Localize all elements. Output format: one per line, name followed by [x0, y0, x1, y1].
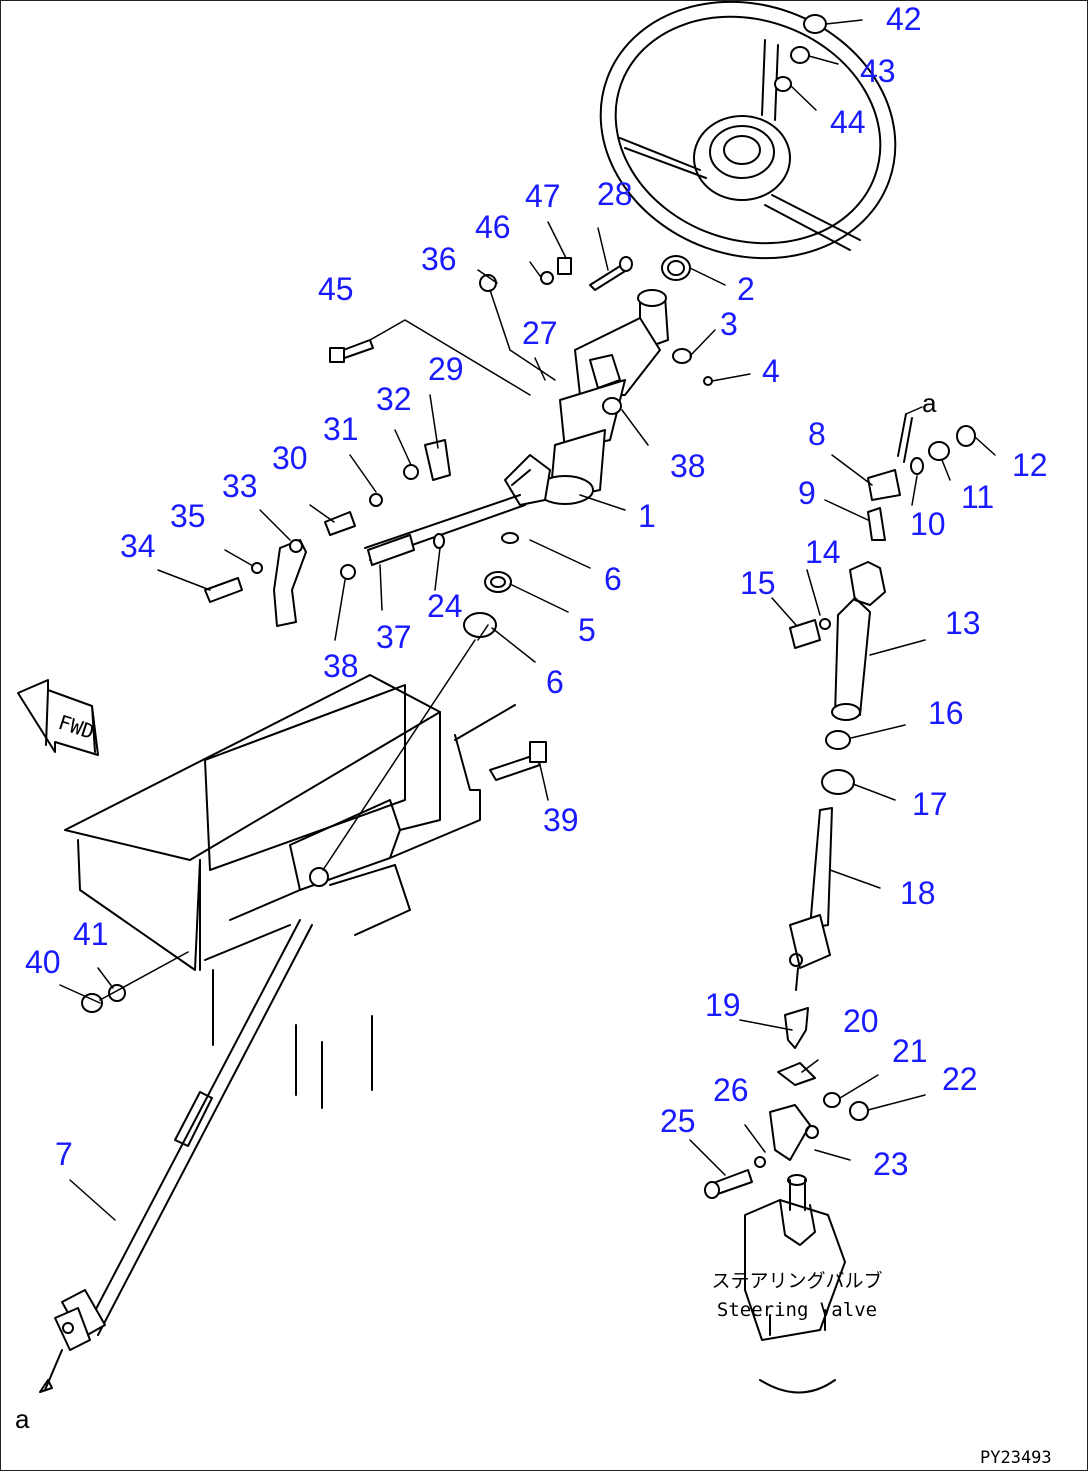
callout-46: 46: [475, 209, 511, 245]
callout-39: 39: [543, 802, 579, 838]
callout-10: 10: [910, 506, 946, 542]
callout-31: 31: [323, 411, 359, 447]
callout-20: 20: [843, 1003, 879, 1039]
callout-18: 18: [900, 875, 936, 911]
leader-lines-upper: [157, 19, 863, 663]
callout-5: 5: [578, 612, 596, 648]
callout-12: 12: [1012, 447, 1048, 483]
callout-25: 25: [660, 1103, 696, 1139]
callout-7: 7: [55, 1136, 73, 1172]
callout-9: 9: [798, 475, 816, 511]
callout-37: 37: [376, 619, 412, 655]
connection-letter-bottom: a: [15, 1404, 30, 1434]
long-shaft: [39, 919, 313, 1393]
callout-16: 16: [928, 695, 964, 731]
callout-38: 38: [670, 448, 706, 484]
callout-45: 45: [318, 271, 354, 307]
callout-29: 29: [428, 351, 464, 387]
callout-30: 30: [272, 440, 308, 476]
callout-11: 11: [961, 479, 994, 515]
callout-17: 17: [912, 786, 948, 822]
callout-34: 34: [120, 528, 156, 564]
steering-column: [340, 289, 669, 580]
callout-43: 43: [860, 53, 896, 89]
callout-28: 28: [597, 176, 633, 212]
dash-console: [59, 639, 549, 1109]
callout-15: 15: [740, 565, 776, 601]
callout-21: 21: [892, 1033, 928, 1069]
steering-wheel: [599, 0, 897, 260]
valve-label-jp: ステアリングバルブ: [711, 1269, 882, 1292]
callout-36: 36: [421, 241, 457, 277]
callout-33: 33: [222, 468, 258, 504]
wheel-nut-parts: [661, 14, 827, 281]
callout-26: 26: [713, 1072, 749, 1108]
right-assembly: ステアリングバルブ Steering Valve: [704, 413, 976, 1394]
callout-14: 14: [805, 534, 841, 570]
callout-6: 6: [546, 664, 564, 700]
callout-32: 32: [376, 381, 412, 417]
connection-letter-top: a: [922, 388, 937, 418]
fwd-label: FWD: [55, 710, 97, 744]
callout-24: 24: [427, 588, 463, 624]
valve-label-en: Steering Valve: [717, 1299, 877, 1321]
callout-44: 44: [830, 104, 866, 140]
leader-lines-right: [689, 406, 996, 1176]
callout-8: 8: [808, 416, 826, 452]
callout-13: 13: [945, 605, 981, 641]
callout-42: 42: [886, 1, 922, 37]
callout-19: 19: [705, 987, 741, 1023]
callout-2: 2: [737, 271, 755, 307]
callout-35: 35: [170, 498, 206, 534]
callout-23: 23: [873, 1146, 909, 1182]
callout-40: 40: [25, 944, 61, 980]
callout-3: 3: [720, 306, 738, 342]
callout-38: 38: [323, 648, 359, 684]
callout-47: 47: [525, 178, 561, 214]
callout-1: 1: [638, 498, 656, 534]
callout-27: 27: [522, 315, 558, 351]
callout-41: 41: [73, 916, 109, 952]
callout-22: 22: [942, 1061, 978, 1097]
fwd-arrow: FWD: [17, 679, 99, 756]
callout-6: 6: [604, 561, 622, 597]
drawing-code: PY23493: [980, 1448, 1052, 1468]
callout-4: 4: [762, 353, 780, 389]
